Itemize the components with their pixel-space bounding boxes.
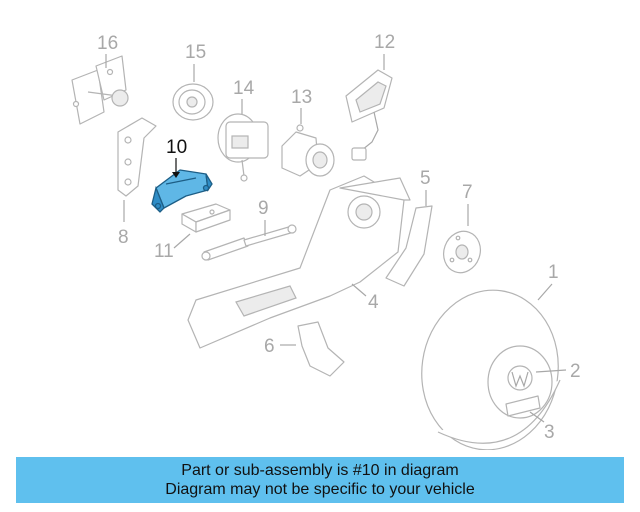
callout-11[interactable]: 11	[154, 241, 174, 262]
callout-3[interactable]: 3	[544, 422, 555, 443]
callout-12[interactable]: 12	[374, 32, 395, 53]
part-2-emblem[interactable]	[507, 365, 533, 391]
banner-line-2: Diagram may not be specific to your vehi…	[165, 481, 475, 498]
leader-4	[351, 283, 367, 297]
part-3-handle[interactable]	[505, 395, 541, 417]
callout-10[interactable]: 10	[166, 137, 187, 158]
part-9-strut[interactable]	[201, 224, 297, 261]
callout-5[interactable]: 5	[420, 168, 431, 189]
part-8-bracket[interactable]	[117, 117, 157, 197]
callout-1[interactable]: 1	[548, 262, 559, 283]
callout-2[interactable]: 2	[570, 361, 581, 382]
callout-16[interactable]: 16	[97, 33, 118, 54]
callout-7[interactable]: 7	[462, 182, 473, 203]
callout-14[interactable]: 14	[233, 78, 255, 99]
callout-4[interactable]: 4	[368, 292, 379, 313]
part-5-trim-panel[interactable]	[385, 205, 433, 287]
part-6-flap[interactable]	[297, 321, 345, 377]
part-13-actuator[interactable]	[281, 124, 335, 177]
parts-diagram: 16 15 14 13 12 8	[71, 32, 581, 450]
leader-1	[537, 283, 553, 301]
callout-15[interactable]: 15	[185, 42, 206, 63]
part-4-carrier-arm[interactable]	[187, 175, 411, 349]
callout-6[interactable]: 6	[264, 336, 275, 357]
banner-line-1: Part or sub-assembly is #10 in diagram	[181, 462, 459, 479]
leader-10-arrow	[172, 172, 180, 178]
part-7-flange[interactable]	[438, 226, 486, 278]
leader-11	[173, 233, 191, 249]
part-15-disc[interactable]	[172, 83, 214, 121]
callout-9[interactable]: 9	[258, 198, 269, 219]
leader-2	[535, 369, 567, 373]
part-12-light[interactable]	[345, 69, 393, 161]
callout-13[interactable]: 13	[291, 87, 312, 108]
part-11-block[interactable]	[181, 203, 231, 233]
part-10-bracket[interactable]	[151, 169, 213, 213]
callout-8[interactable]: 8	[118, 227, 129, 248]
info-banner: Part or sub-assembly is #10 in diagram D…	[16, 457, 624, 503]
leader-3	[529, 411, 545, 423]
part-16-hinge[interactable]	[71, 55, 129, 125]
part-14-motor[interactable]	[217, 113, 269, 182]
